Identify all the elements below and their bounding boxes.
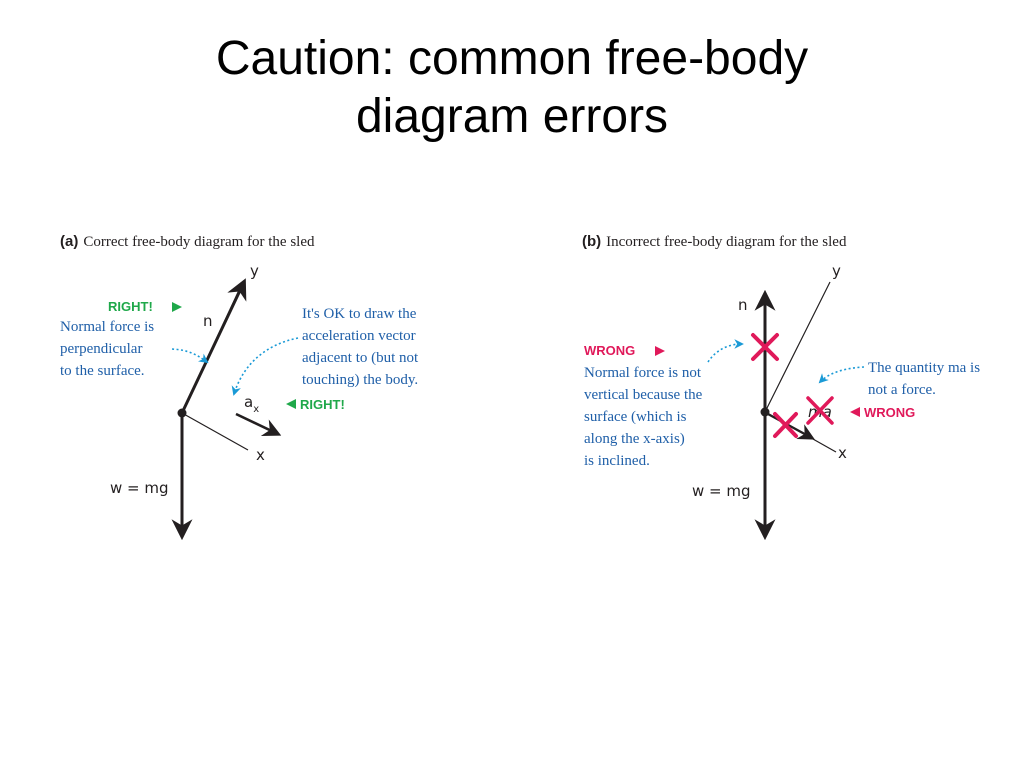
panel-b-ma-note-pointer — [818, 366, 865, 384]
panel-b-body-wrong-x-icon — [773, 412, 798, 438]
panel-b-body-point — [760, 407, 770, 417]
panel-a-normal-note-pointer — [171, 348, 209, 364]
panel-b-ma-note: The quantity ma is not a force. — [868, 360, 984, 398]
panel-b-normal-wrong-x-icon — [751, 333, 779, 361]
panel-a-x-axis-label: x — [256, 446, 265, 464]
panel-b-ma-arrow — [767, 412, 815, 440]
panel-a-acceleration-status-pointer — [286, 399, 296, 409]
panel-b-title: (b) Incorrect free-body diagram for the s… — [582, 233, 847, 250]
panel-b-ma-status: WRONG — [864, 405, 915, 420]
panel-b-normal-status-pointer — [655, 346, 665, 356]
panel-a-title-text: Correct free-body diagram for the sled — [83, 234, 315, 250]
panel-a-acceleration-status: RIGHT! — [300, 397, 345, 412]
panel-b-ma-status-pointer — [850, 407, 860, 417]
panel-a-x-axis — [181, 412, 249, 451]
panel-b-ma-wrong-x-icon — [806, 396, 834, 425]
panel-b-label: (b) — [582, 233, 601, 250]
panel-b-normal-note: Normal force is not vertical because the… — [584, 365, 706, 469]
panel-b-normal-status: WRONG — [584, 343, 635, 358]
panel-a-normal-status-pointer — [172, 302, 182, 312]
panel-a-acceleration-label: ax — [244, 393, 259, 415]
panel-a-label: (a) — [60, 233, 78, 250]
panel-a-acceleration-note-pointer — [231, 337, 299, 396]
panel-b: (b) Incorrect free-body diagram for the s… — [582, 233, 984, 541]
panel-a: (a) Correct free-body diagram for the sle… — [60, 233, 422, 541]
panel-a-acceleration-arrow — [235, 412, 282, 436]
panel-a-acceleration-note: It's OK to draw the acceleration vector … — [302, 306, 422, 388]
panel-a-y-axis-label: y — [250, 262, 259, 280]
panel-a-weight-label: w = mg — [110, 479, 169, 497]
panel-b-weight-label: w = mg — [692, 482, 751, 500]
panel-a-body-point — [177, 408, 187, 418]
panel-b-y-axis — [764, 281, 831, 413]
panel-b-y-axis-label: y — [832, 262, 841, 280]
panel-a-normal-status: RIGHT! — [108, 299, 153, 314]
slide-title-line-2: diagram errors — [355, 90, 669, 143]
panel-a-title: (a) Correct free-body diagram for the sle… — [60, 233, 315, 250]
slide-title-line-1: Caution: common free-body — [215, 32, 809, 85]
panel-a-normal-note: Normal force is perpendicular to the sur… — [60, 319, 158, 379]
slide-title: Caution: common free-body diagram errors — [0, 30, 1024, 146]
panel-a-normal-label: n — [203, 312, 213, 330]
panel-b-x-axis-label: x — [838, 444, 847, 462]
panel-b-title-text: Incorrect free-body diagram for the sled — [606, 234, 847, 250]
panel-b-normal-label: n — [738, 296, 748, 314]
panel-b-normal-note-pointer — [707, 339, 744, 363]
panel-a-normal-force-arrow — [180, 278, 247, 414]
